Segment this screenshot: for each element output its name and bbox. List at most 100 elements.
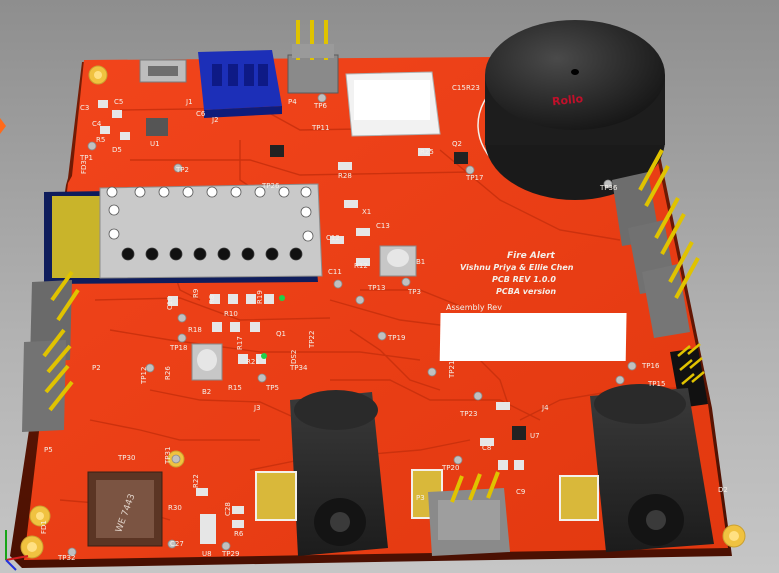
label-p4: P4 [288, 98, 297, 106]
label-tp21: TP21 [448, 361, 456, 379]
label-q2: Q2 [452, 140, 462, 148]
label-tp32: TP32 [57, 554, 75, 562]
assembly-rev-label: Assembly Rev [446, 303, 502, 312]
label-tp36: TP36 [599, 184, 618, 192]
board-version: PCBA version [496, 287, 556, 296]
view-axis-icon [5, 530, 29, 571]
label-tp15: TP15 [647, 380, 665, 388]
label-j2: J2 [211, 116, 219, 124]
label-r18: R18 [188, 326, 202, 334]
label-tp26: TP26 [261, 182, 280, 190]
mounting-holes [20, 65, 746, 559]
inductor: WE 7443 [87, 471, 163, 547]
label-c11: C11 [328, 268, 342, 276]
label-q1: Q1 [276, 330, 286, 338]
board-title: Fire Alert [507, 251, 556, 261]
label-tp30: TP30 [117, 454, 135, 462]
board-title-block: Fire Alert Vishnu Priya & Ellie Chen PCB… [460, 251, 574, 296]
label-r8: R8 [208, 295, 216, 304]
buzzer: Rollo [485, 20, 665, 200]
label-c5: C5 [114, 98, 123, 106]
label-r28: R28 [338, 172, 352, 180]
buzzer-brand: Rollo [551, 92, 584, 108]
label-r9: R9 [192, 289, 200, 298]
label-r12: R12 [354, 262, 368, 270]
label-c15: C15 [452, 84, 466, 92]
label-r15: R15 [228, 384, 242, 392]
label-r22: R22 [192, 474, 200, 488]
label-tp1: TP1 [79, 154, 93, 162]
dc-jack-right [590, 384, 714, 552]
label-u1: U1 [150, 140, 160, 148]
label-r26: R26 [164, 366, 172, 380]
label-b1: B1 [416, 258, 425, 266]
label-tp3: TP3 [407, 288, 421, 296]
label-tp18: TP18 [169, 344, 187, 352]
label-c27: C27 [170, 540, 184, 548]
header-p3 [428, 471, 510, 556]
label-r10: R10 [224, 310, 238, 318]
viewport-edge-marker [0, 118, 6, 134]
label-tp12: TP12 [140, 367, 148, 385]
white-connector [345, 71, 441, 137]
label-p2: P2 [92, 364, 101, 372]
label-u8: U8 [202, 550, 212, 558]
label-c9: C9 [516, 488, 525, 496]
label-c10: C10 [166, 296, 174, 310]
label-tp19: TP19 [387, 334, 405, 342]
label-r25: R25 [420, 148, 434, 156]
board-revision: PCB REV 1.0.0 [492, 275, 556, 284]
label-tp31: TP31 [164, 447, 172, 465]
radio-module [44, 183, 323, 284]
label-tp16: TP16 [641, 362, 660, 370]
usb-connector-j1 [139, 59, 187, 83]
label-c28: C28 [224, 502, 232, 516]
label-tp22: TP22 [308, 331, 316, 349]
label-tp2: TP2 [175, 166, 189, 174]
label-c8: C8 [482, 444, 491, 452]
label-x1: X1 [362, 208, 371, 216]
label-tp34: TP34 [289, 364, 308, 372]
dc-jack-j3 [290, 390, 388, 556]
label-c3: C3 [80, 104, 89, 112]
right-headers [612, 149, 700, 338]
test-points [67, 93, 637, 557]
label-r30: R30 [168, 504, 182, 512]
label-tp13: TP13 [367, 284, 385, 292]
blue-connector-j2 [198, 50, 282, 118]
label-r19: R19 [256, 290, 264, 304]
label-c13: C13 [376, 222, 390, 230]
header-p4 [287, 20, 339, 94]
label-b2: B2 [202, 388, 211, 396]
push-button-b1 [379, 245, 417, 277]
label-tp5: TP5 [265, 384, 279, 392]
label-d5: D5 [112, 146, 122, 154]
label-p5: P5 [44, 446, 53, 454]
label-p3: P3 [416, 494, 425, 502]
label-j4: J4 [541, 404, 549, 412]
label-tp29: TP29 [221, 550, 239, 558]
label-tp23: TP23 [459, 410, 477, 418]
label-tp17: TP17 [465, 174, 483, 182]
label-tp11: TP11 [311, 124, 329, 132]
push-button-b2 [191, 343, 223, 381]
label-j1: J1 [185, 98, 193, 106]
label-r5: R5 [96, 136, 105, 144]
label-r6: R6 [234, 530, 244, 538]
label-fd1: FD1 [40, 520, 48, 534]
label-r17: R17 [236, 336, 244, 350]
left-headers [22, 270, 80, 432]
label-c6: C6 [196, 110, 206, 118]
label-c4: C4 [92, 120, 102, 128]
label-u7: U7 [530, 432, 540, 440]
smd-components [98, 100, 526, 544]
label-r21: R21 [246, 358, 260, 366]
label-ds2: DS2 [290, 350, 298, 364]
label-r23: R23 [466, 84, 480, 92]
label-c12: C12 [326, 234, 340, 242]
assembly-rev-box [439, 313, 627, 361]
label-tp6: TP6 [313, 102, 327, 110]
label-tp20: TP20 [441, 464, 459, 472]
